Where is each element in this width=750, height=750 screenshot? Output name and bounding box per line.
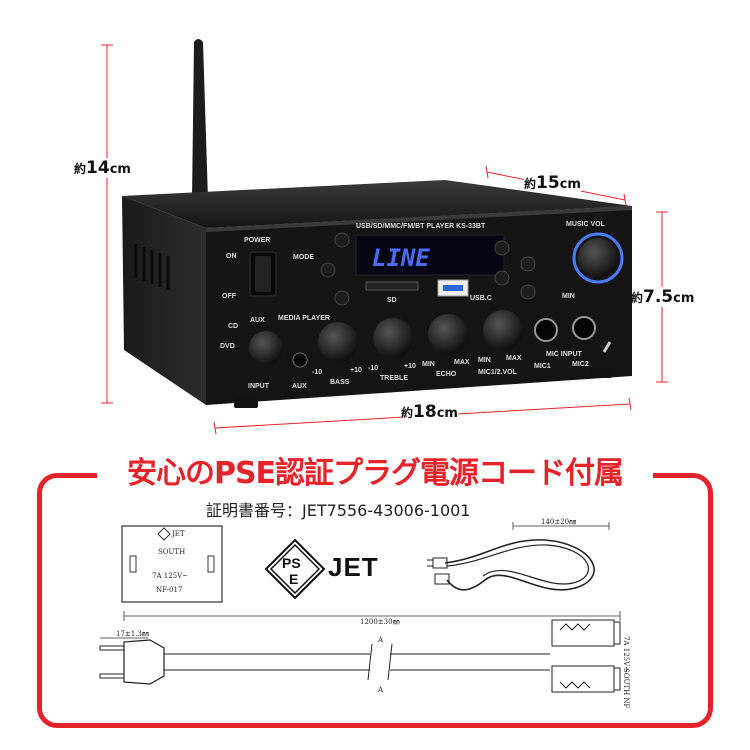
- dimension-prefix: 約: [401, 406, 414, 420]
- aux-jack: [292, 352, 308, 368]
- cord-length-label: 1200±30㎜: [360, 618, 400, 626]
- knob-scale-left: -10: [368, 365, 378, 372]
- power-on-label: ON: [226, 253, 237, 260]
- dimension-prefix: 約: [631, 291, 644, 305]
- aux-small-label: AUX: [250, 317, 265, 324]
- knob-scale-right: MAX: [506, 355, 522, 362]
- music-volume-knob: [578, 238, 618, 278]
- control-button: [494, 240, 510, 256]
- player-label: USB/SD/MMC/FM/BT PLAYER KS-33BT: [356, 223, 486, 230]
- aux-label: AUX: [292, 383, 307, 390]
- case-side: [122, 196, 206, 405]
- bass-label: BASS: [330, 379, 350, 386]
- pse-mark-small: [157, 527, 171, 541]
- end-rating-label: 7A 125V~: [622, 636, 630, 672]
- mic-input-label: MIC INPUT: [546, 351, 583, 358]
- foot: [234, 398, 258, 408]
- control-button: [494, 270, 510, 286]
- lcd-display: [355, 234, 505, 276]
- echo-knob: [428, 314, 468, 354]
- music-vol-label: MUSIC VOL: [566, 221, 606, 228]
- coil-length-label: 140±20㎜: [541, 518, 576, 526]
- knob-scale-right: MAX: [454, 359, 470, 366]
- front-panel: [206, 206, 632, 405]
- knob-scale-left: -10: [312, 369, 322, 376]
- section-mark-top: A: [377, 636, 384, 644]
- end-model-label: SOUTH NF-019: [622, 668, 630, 708]
- cd-label: CD: [228, 323, 238, 330]
- microphone-icon: [602, 341, 612, 353]
- input-label: INPUT: [248, 383, 270, 390]
- dimension-value: 15: [536, 173, 560, 193]
- control-button: [520, 256, 536, 272]
- mic2-label: MIC2: [572, 361, 589, 368]
- plug-south-label: SOUTH: [158, 548, 185, 556]
- width-dimension-label: 約18cm: [401, 402, 458, 422]
- mic-volume-knob: [483, 310, 523, 350]
- plug-model-label: NF-017: [156, 586, 182, 594]
- height-dimension-label: 約14cm: [74, 158, 131, 178]
- pse-logo: PS E: [264, 538, 326, 600]
- pse-logo-bottom: E: [289, 571, 298, 587]
- power-label: POWER: [244, 237, 270, 244]
- mode-label: MODE: [293, 254, 314, 261]
- sd-slot: [365, 281, 419, 291]
- foot: [590, 368, 612, 378]
- jet-logo: JET: [328, 552, 379, 582]
- side-height-dimension-label: 約7.5cm: [631, 287, 695, 307]
- knob-scale-left: MIN: [422, 361, 435, 368]
- dimension-value: 18: [413, 402, 437, 422]
- control-button: [334, 232, 350, 248]
- mic2-jack: [572, 316, 596, 340]
- dimension-unit: cm: [436, 406, 458, 421]
- media-player-label: MEDIA PLAYER: [278, 315, 330, 322]
- coiled-cord-drawing: 140±20㎜: [427, 518, 610, 591]
- certificate-number: 証明書番号：JET7556-43006-1001: [206, 501, 471, 520]
- amplifier-illustration: POWER ON OFF MODE USB/SD/MMC/FM/BT PLAYE…: [122, 39, 632, 408]
- input-selector-knob: [249, 331, 283, 365]
- knob-scale-right: +10: [404, 363, 416, 370]
- dimension-prefix: 約: [524, 177, 537, 191]
- music-volume-knob-ring: [572, 232, 624, 284]
- dimension-unit: cm: [559, 177, 581, 192]
- bass-knob: [318, 322, 358, 362]
- plug-rating-label: 7A 125V~: [152, 572, 188, 580]
- plug-jet-label: JET: [171, 530, 185, 538]
- section-headline: 安心のPSE認証プラグ電源コード付属: [126, 456, 624, 491]
- dimension-value: 14: [86, 158, 110, 178]
- usb-label: USB.C: [470, 295, 492, 302]
- treble-label: TREBLE: [380, 375, 408, 382]
- mic-vol-label: MIC1/2.VOL: [478, 369, 518, 376]
- sd-label: SD: [387, 297, 397, 304]
- pin-length-label: 17±1.3㎜: [116, 630, 149, 638]
- dimension-unit: cm: [673, 291, 695, 306]
- dvd-label: DVD: [220, 343, 235, 350]
- dimension-unit: cm: [109, 162, 131, 177]
- display-text: LINE: [372, 244, 430, 272]
- headline-background: [97, 455, 653, 493]
- depth-dimension-label: 約15cm: [524, 173, 581, 193]
- cord-length-drawing: 1200±30㎜ 17±1.3㎜ A A 7A 125V~ SOUTH NF-0…: [99, 611, 630, 708]
- section-mark-bottom: A: [377, 686, 384, 694]
- control-button: [334, 290, 350, 306]
- pse-logo-top: PS: [282, 555, 301, 571]
- mic1-jack: [534, 318, 558, 342]
- knob-scale-right: +10: [350, 367, 362, 374]
- control-button: [520, 284, 536, 300]
- plug-face-drawing: JET SOUTH 7A 125V~ NF-017: [121, 525, 223, 603]
- min-label: MIN: [562, 293, 575, 300]
- dimension-value: 7.5: [643, 287, 674, 307]
- echo-label: ECHO: [436, 371, 457, 378]
- antenna: [192, 39, 208, 200]
- dimension-prefix: 約: [74, 162, 87, 176]
- mode-button: [320, 262, 336, 278]
- case-top: [122, 180, 632, 228]
- power-off-label: OFF: [222, 293, 237, 300]
- knob-scale-left: MIN: [478, 357, 491, 364]
- mic1-label: MIC1: [534, 363, 551, 370]
- treble-knob: [373, 318, 413, 358]
